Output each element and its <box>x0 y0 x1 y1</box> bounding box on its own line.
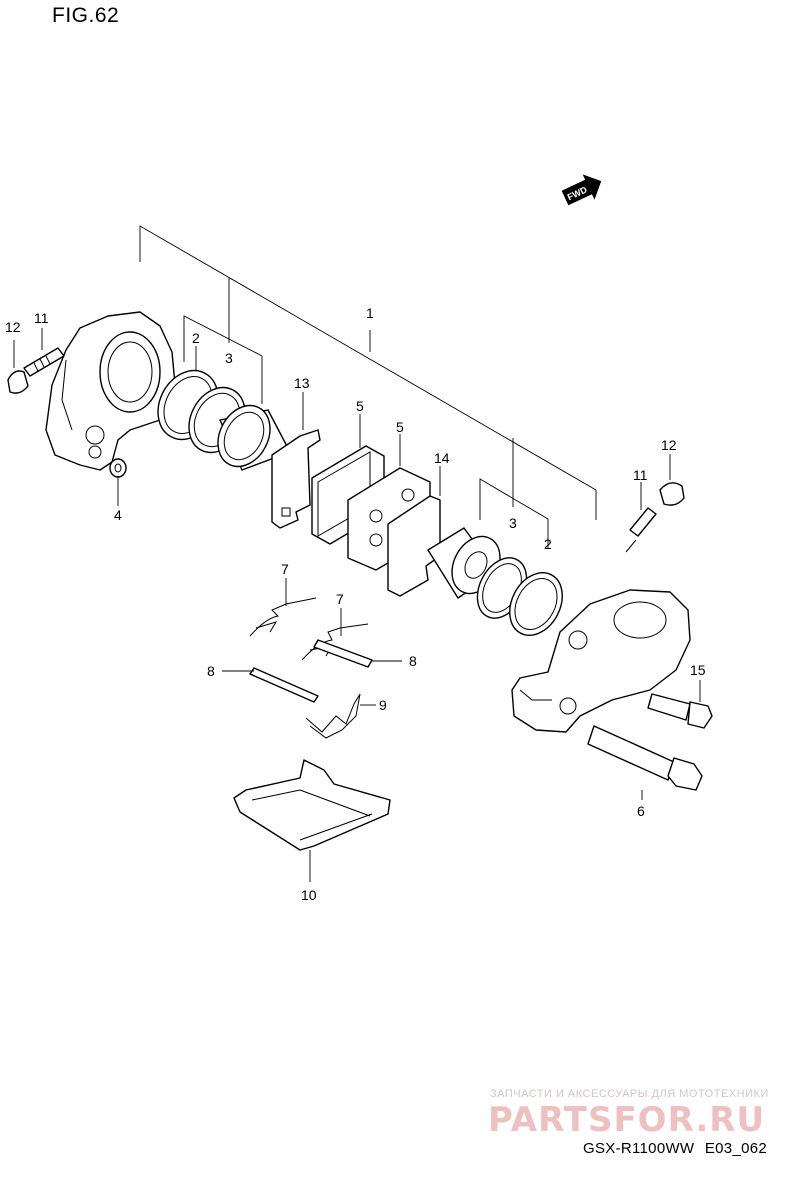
callout-1: 1 <box>366 305 374 321</box>
callout-5-second: 5 <box>396 419 404 435</box>
watermark-brand: PARTSFOR.RU <box>488 1100 766 1140</box>
callout-6: 6 <box>637 803 645 819</box>
bleeder-cap-right <box>659 482 685 506</box>
piston-seal-right <box>509 572 563 636</box>
washer <box>109 458 127 478</box>
bleeder-cap-left <box>7 370 29 394</box>
caliper-bolt-15 <box>647 693 713 729</box>
callout-3-left: 3 <box>225 350 233 366</box>
callout-14: 14 <box>434 450 450 466</box>
footer-model: GSX-R1100WW <box>583 1140 695 1157</box>
callout-9: 9 <box>379 697 387 713</box>
callout-15: 15 <box>690 662 706 678</box>
seal-bracket-right <box>479 438 549 548</box>
seal-bracket-left <box>183 278 263 404</box>
assembly-bracket <box>139 225 597 520</box>
callout-13: 13 <box>294 375 310 391</box>
watermark-tagline: ЗАПЧАСТИ И АКСЕССУАРЫ ДЛЯ МОТОТЕХНИКИ <box>490 1088 769 1100</box>
figure-title: FIG.62 <box>52 4 120 27</box>
callout-5-first: 5 <box>356 398 364 414</box>
callout-12-left: 12 <box>5 319 21 335</box>
caliper-cover <box>233 759 391 851</box>
pad-shim <box>271 429 321 529</box>
callout-2-left: 2 <box>192 330 200 346</box>
callout-7-second: 7 <box>336 591 344 607</box>
bleeder-screw-right <box>625 507 657 553</box>
callout-labels: 1 2 3 13 5 5 14 3 2 12 11 4 12 11 15 6 7… <box>5 305 706 903</box>
leader-lines <box>13 328 701 882</box>
footer-fig-code: E03_062 <box>704 1140 768 1157</box>
pad-pin-right <box>313 639 373 668</box>
callout-8-left: 8 <box>207 663 215 679</box>
caliper-half-right <box>511 589 691 733</box>
pad-spring-1 <box>249 597 317 637</box>
callout-11-right: 11 <box>633 467 648 483</box>
pad-pin-left <box>249 667 319 703</box>
callout-12-right: 12 <box>661 437 677 453</box>
callout-4: 4 <box>114 507 122 523</box>
caliper-half-left <box>45 311 177 471</box>
callout-2-right: 2 <box>544 536 552 552</box>
pad-shim-2 <box>387 495 441 597</box>
bleeder-screw-left <box>23 347 65 377</box>
callout-8-right: 8 <box>409 653 417 669</box>
callout-7-first: 7 <box>281 561 289 577</box>
fwd-arrow-icon: FWD <box>561 174 602 206</box>
callout-3-right: 3 <box>509 515 517 531</box>
callout-10: 10 <box>301 887 317 903</box>
footer-code: GSX-R1100WW E03_062 <box>583 1140 767 1157</box>
callout-11-left: 11 <box>34 310 49 326</box>
pad-clip <box>305 693 361 739</box>
caliper-bolt-6 <box>587 725 703 791</box>
